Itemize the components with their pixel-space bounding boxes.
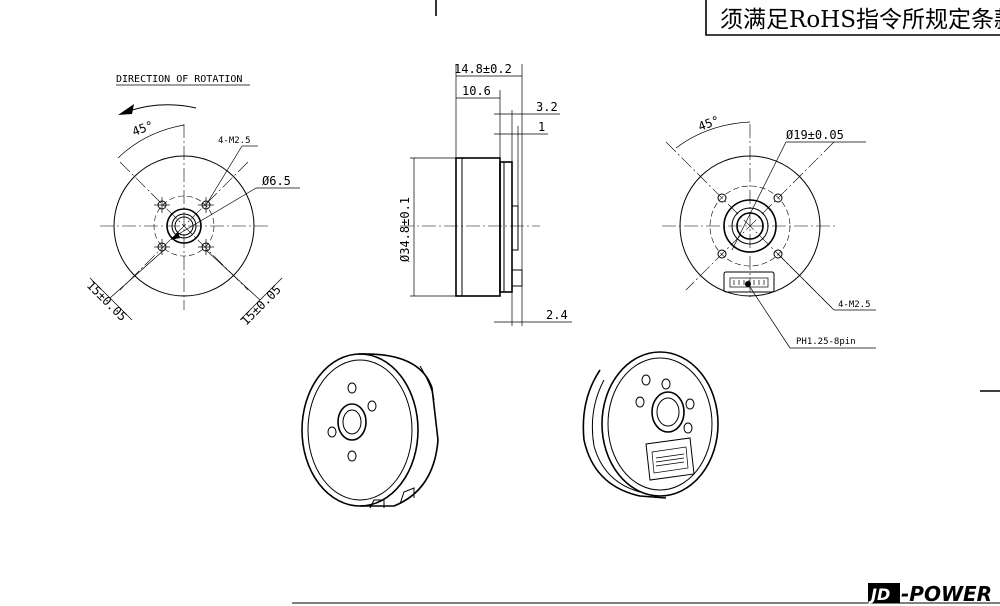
rotation-arrow xyxy=(125,104,197,113)
side-step-dim: 1 xyxy=(538,120,545,134)
side-diameter: Ø34.8±0.1 xyxy=(398,197,412,262)
side-flange xyxy=(499,161,513,293)
rohs-notice-box: 须满足RoHS指令所规定条款 xyxy=(705,0,1000,36)
left-holes-label: 4-M2.5 xyxy=(218,136,251,146)
side-body xyxy=(455,157,501,297)
logo-text: -POWER xyxy=(901,582,992,606)
left-hub-outer xyxy=(166,208,202,244)
logo-mark: JD xyxy=(868,585,890,604)
rotation-label: DIRECTION OF ROTATION xyxy=(116,74,242,85)
rohs-notice-text: 须满足RoHS指令所规定条款 xyxy=(720,7,1000,33)
left-mounting-holes xyxy=(154,197,214,255)
left-bore-label: Ø6.5 xyxy=(262,174,291,188)
right-hub-ring xyxy=(731,207,769,245)
iso-view-back xyxy=(582,351,719,499)
rotation-arrowhead xyxy=(118,104,134,115)
left-hub-mid xyxy=(171,213,197,239)
right-connector-label: PH1.25-8pin xyxy=(796,337,856,347)
side-flange-dim: 3.2 xyxy=(536,100,558,114)
jd-power-logo: JD -POWER xyxy=(868,582,992,606)
right-hub-inner xyxy=(736,212,764,240)
right-view: 45° Ø19±0.05 4-M2.5 PH1.25-8pin xyxy=(662,113,876,349)
left-angle-arc xyxy=(117,124,185,159)
right-holes-label: 4-M2.5 xyxy=(838,300,871,310)
left-view: DIRECTION OF ROTATION 45° xyxy=(84,74,300,328)
right-hub-diameter: Ø19±0.05 xyxy=(786,128,844,142)
iso-view-front xyxy=(301,353,439,509)
left-pitch-left-label: 15±0.05 xyxy=(84,278,130,324)
right-mounting-holes xyxy=(717,193,783,259)
left-angle-label: 45° xyxy=(130,118,155,139)
right-angle-label: 45° xyxy=(696,113,721,134)
side-connector xyxy=(511,269,523,287)
left-pitch-right-label: 15±0.05 xyxy=(238,282,284,328)
side-overall-length: 14.8±0.2 xyxy=(454,62,512,76)
side-shaft-step xyxy=(511,205,519,251)
side-body-length: 10.6 xyxy=(462,84,491,98)
right-angle-arc xyxy=(675,121,751,149)
right-hub-outer xyxy=(723,199,777,253)
right-connector xyxy=(723,271,775,293)
side-connector-offset: 2.4 xyxy=(546,308,568,322)
left-hub-inner xyxy=(174,216,194,236)
side-view: 14.8±0.2 10.6 3.2 1 Ø34.8±0.1 2.4 xyxy=(398,62,572,326)
